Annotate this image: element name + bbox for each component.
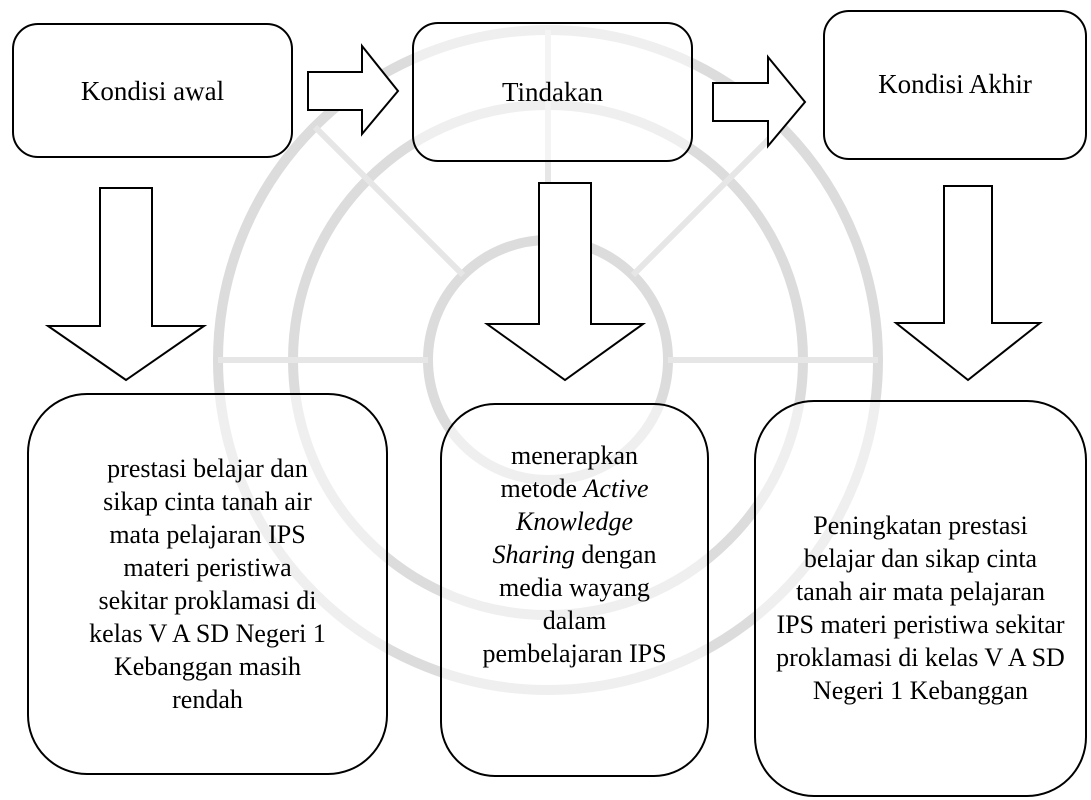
box-initial-description: prestasi belajar dan sikap cinta tanah a… <box>27 393 388 775</box>
down-arrow-2 <box>483 182 647 382</box>
box-kondisi-akhir-label: Kondisi Akhir <box>878 69 1032 99</box>
down-arrow-3 <box>893 185 1043 382</box>
action-description-text: menerapkan metode Active Knowledge Shari… <box>472 439 677 670</box>
box-tindakan-label: Tindakan <box>501 77 603 107</box>
final-description-text: Peningkatan prestasi belajar dan sikap c… <box>776 510 1065 705</box>
box-kondisi-akhir: Kondisi Akhir <box>823 10 1087 160</box>
initial-description-text: prestasi belajar dan sikap cinta tanah a… <box>89 454 326 714</box>
action-text-italic-2: Sharing <box>492 540 575 569</box>
box-tindakan: Tindakan <box>412 22 693 162</box>
right-arrow-2 <box>712 54 807 149</box>
box-action-description: menerapkan metode Active Knowledge Shari… <box>440 403 709 777</box>
box-final-description: Peningkatan prestasi belajar dan sikap c… <box>754 400 1087 797</box>
right-arrow-1 <box>307 43 400 137</box>
box-kondisi-awal-label: Kondisi awal <box>80 75 225 106</box>
down-arrow-1 <box>44 187 208 382</box>
box-kondisi-awal: Kondisi awal <box>12 23 293 158</box>
